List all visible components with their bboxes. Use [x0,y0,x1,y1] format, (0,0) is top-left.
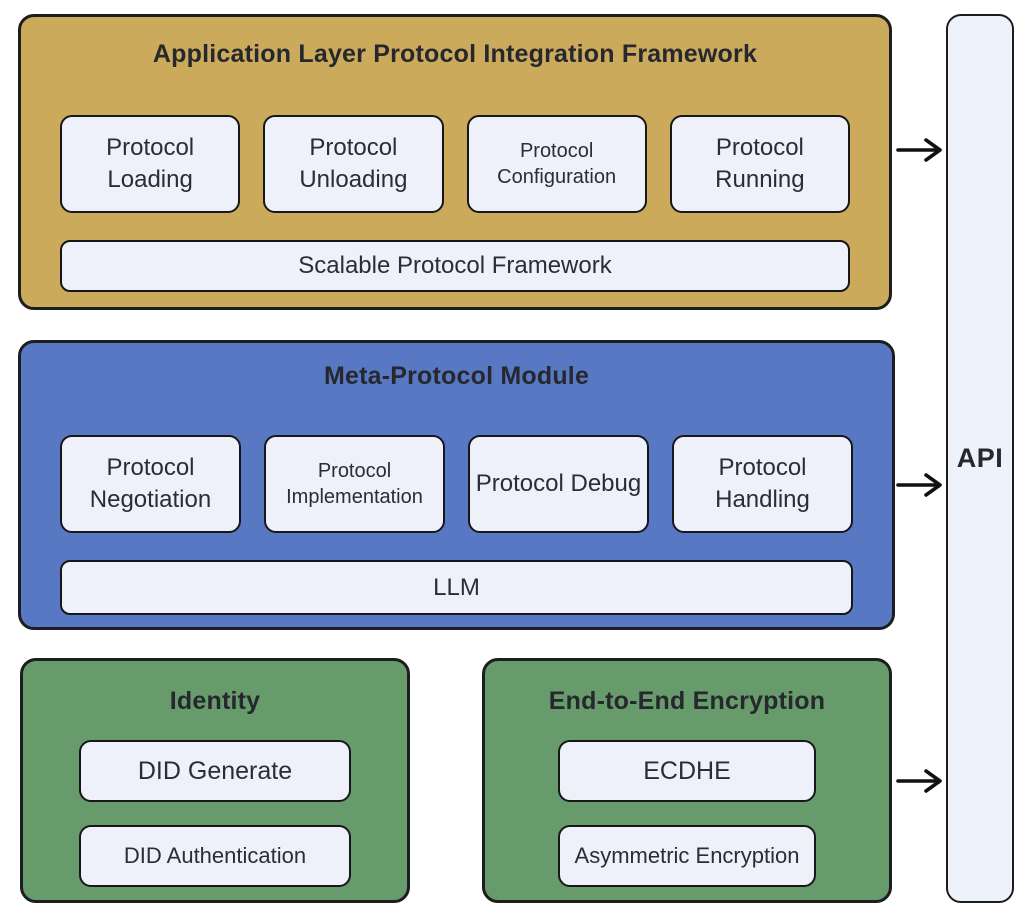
node-protocol-configuration: Protocol Configuration [466,115,647,213]
node-did-generate: DID Generate [79,740,351,802]
section-title-identity: Identity [169,687,261,715]
section-application-layer: Application Layer Protocol Integration F… [18,14,892,310]
node-protocol-debug: Protocol Debug [468,435,649,533]
section-title-application-layer: Application Layer Protocol Integration F… [152,40,758,68]
node-ecdhe: ECDHE [558,740,816,802]
api-label: API [956,443,1004,473]
node-protocol-handling: Protocol Handling [672,435,853,533]
node-protocol-running: Protocol Running [669,115,850,213]
arrow-right-icon-meta-protocol-to-api [896,473,942,497]
node-protocol-implementation: Protocol Implementation [264,435,445,533]
section-meta-protocol: Meta-Protocol Module Protocol Negotiatio… [18,340,895,630]
arrow-right-icon-application-layer-to-api [896,138,942,162]
section-end-to-end-encryption: End-to-End Encryption ECDHE Asymmetric E… [482,658,892,903]
node-protocol-unloading: Protocol Unloading [263,115,444,213]
section-identity: Identity DID Generate DID Authentication [20,658,410,903]
section-title-meta-protocol: Meta-Protocol Module [323,362,590,390]
node-protocol-negotiation: Protocol Negotiation [60,435,241,533]
arrow-right-icon-encryption-to-api [896,769,942,793]
api-bar: API [946,14,1014,903]
node-scalable-protocol-framework: Scalable Protocol Framework [60,240,850,292]
section-title-end-to-end-encryption: End-to-End Encryption [548,687,826,715]
node-protocol-loading: Protocol Loading [60,115,241,213]
node-did-authentication: DID Authentication [79,825,351,887]
node-asymmetric-encryption: Asymmetric Encryption [558,825,816,887]
application-layer-node-row: Protocol Loading Protocol Unloading Prot… [60,115,850,213]
meta-protocol-node-row: Protocol Negotiation Protocol Implementa… [60,435,853,533]
node-llm: LLM [60,560,853,615]
